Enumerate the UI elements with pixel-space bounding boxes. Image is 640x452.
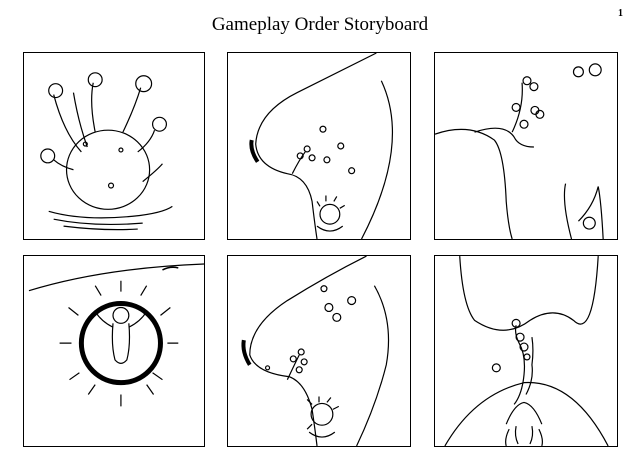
storyboard-panel-6 (434, 255, 618, 447)
hill-with-sprouts-icon (435, 53, 617, 239)
baby-in-ring-icon (24, 256, 204, 446)
creature-in-water-icon (24, 53, 204, 239)
storyboard-panel-1 (23, 52, 205, 240)
storyboard-panel-4 (23, 255, 205, 447)
breast-with-small-figure-icon (228, 256, 410, 446)
figure-under-mushroom-icon (435, 256, 617, 446)
storyboard-panel-3 (434, 52, 618, 240)
breast-with-sprout-icon (228, 53, 410, 239)
page-number: 1 (618, 8, 623, 19)
storyboard-panel-2 (227, 52, 411, 240)
storyboard-panel-5 (227, 255, 411, 447)
page-title: Gameplay Order Storyboard (211, 14, 429, 35)
